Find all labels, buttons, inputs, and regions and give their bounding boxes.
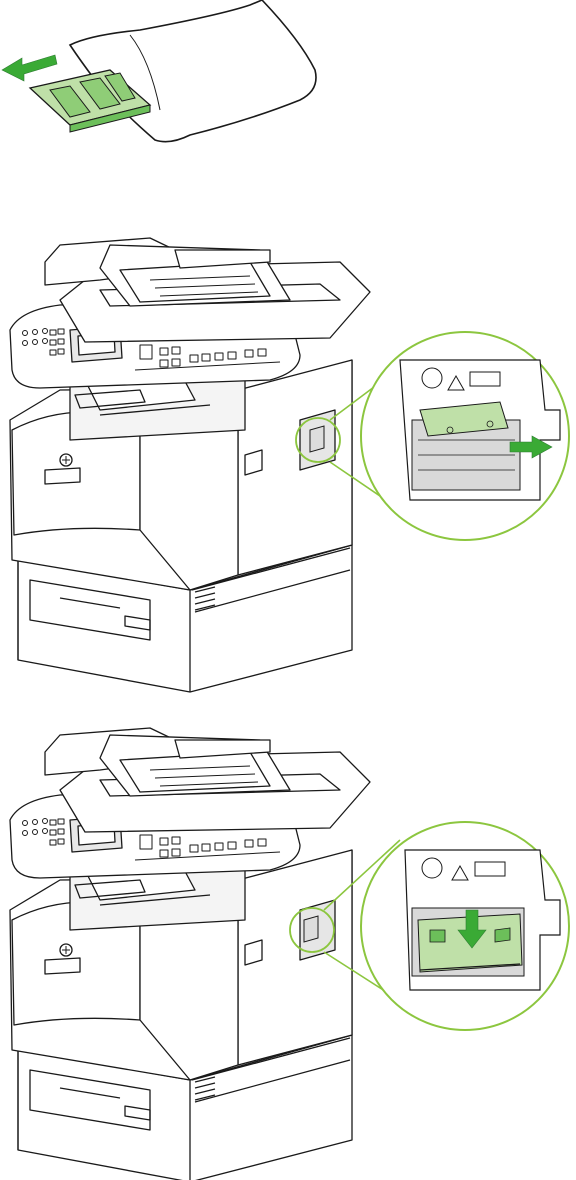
printer-icon (10, 238, 370, 692)
step-3-press-dimm (10, 728, 569, 1180)
callout-magnified-slot (361, 822, 569, 1030)
green-arrow-left-icon (2, 55, 57, 81)
callout-magnified-slot (361, 332, 569, 540)
printer-icon (10, 728, 370, 1180)
step-2-insert-dimm (10, 238, 569, 692)
step-1-remove-dimm (2, 0, 316, 142)
